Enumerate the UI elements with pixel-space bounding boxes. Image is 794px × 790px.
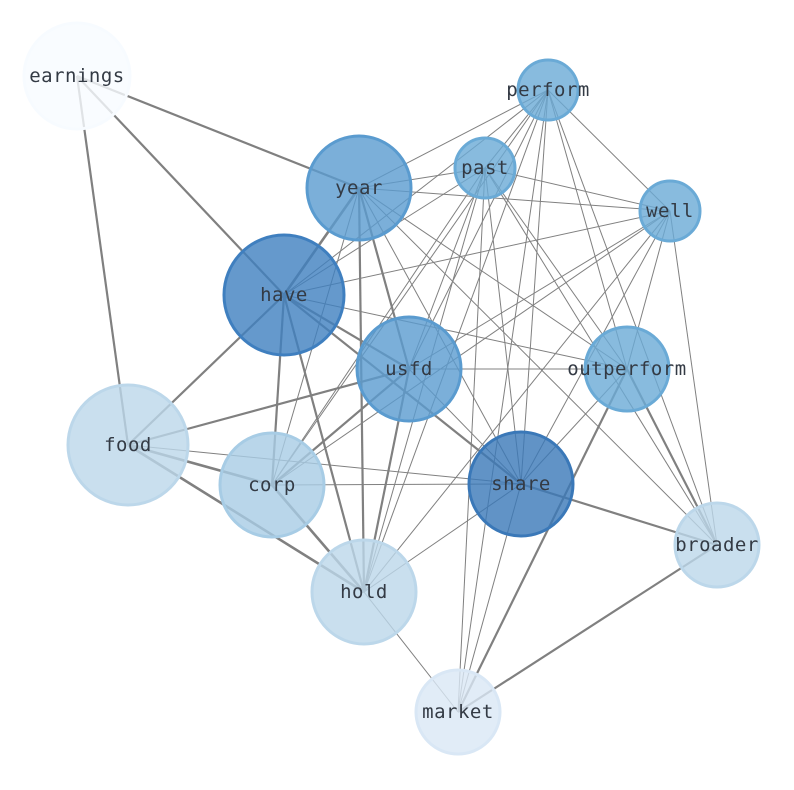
edge-broader-well [669, 210, 718, 546]
node-circle-past [453, 136, 517, 200]
node-year: year [305, 134, 413, 242]
node-share: share [467, 430, 575, 538]
node-corp: corp [218, 431, 326, 539]
edge-broader-market [457, 544, 718, 713]
node-circle-year [305, 134, 413, 242]
node-label-past: past [461, 157, 509, 179]
node-hold: hold [310, 538, 418, 646]
node-label-broader: broader [675, 534, 759, 556]
node-label-usfd: usfd [385, 358, 433, 380]
node-usfd: usfd [355, 315, 463, 423]
node-circle-perform [516, 58, 580, 122]
node-well: well [638, 179, 702, 243]
node-label-outperform: outperform [567, 358, 686, 380]
node-circle-food [66, 383, 190, 507]
edge-outperform-perform [547, 89, 628, 370]
edge-well-corp [271, 210, 671, 486]
edge-broader-perform [547, 89, 718, 546]
edge-well-hold [363, 210, 671, 593]
node-past: past [453, 136, 517, 200]
edge-year-outperform [358, 187, 628, 370]
node-layer: earnings perform past year well have usfd outpe… [22, 21, 761, 756]
node-circle-share [467, 430, 575, 538]
edge-outperform-market [457, 368, 628, 713]
node-food: food [66, 383, 190, 507]
node-label-corp: corp [248, 474, 296, 496]
node-label-year: year [335, 177, 383, 199]
node-earnings: earnings [22, 21, 132, 131]
node-label-well: well [646, 200, 694, 222]
node-market: market [414, 668, 502, 756]
edge-perform-market [457, 89, 549, 713]
edge-past-market [457, 167, 486, 713]
node-label-food: food [104, 434, 152, 456]
edge-have-well [283, 210, 671, 296]
node-perform: perform [506, 58, 590, 122]
node-circle-well [638, 179, 702, 243]
node-label-hold: hold [340, 581, 388, 603]
node-circle-hold [310, 538, 418, 646]
node-circle-market [414, 668, 502, 756]
node-label-market: market [422, 701, 494, 723]
node-have: have [222, 233, 346, 357]
edge-year-broader [358, 187, 718, 546]
node-circle-corp [218, 431, 326, 539]
node-broader: broader [673, 501, 761, 589]
edge-share-perform [520, 89, 549, 485]
node-label-share: share [491, 473, 551, 495]
node-circle-broader [673, 501, 761, 589]
node-label-perform: perform [506, 79, 590, 101]
edge-perform-hold [363, 89, 549, 593]
node-circle-usfd [355, 315, 463, 423]
node-circle-have [222, 233, 346, 357]
node-outperform: outperform [567, 325, 686, 413]
node-label-have: have [260, 284, 308, 306]
edge-past-well [484, 167, 671, 212]
node-circle-outperform [583, 325, 671, 413]
node-circle-earnings [22, 21, 132, 131]
edge-earnings-food [75, 75, 130, 446]
node-label-earnings: earnings [29, 65, 125, 87]
